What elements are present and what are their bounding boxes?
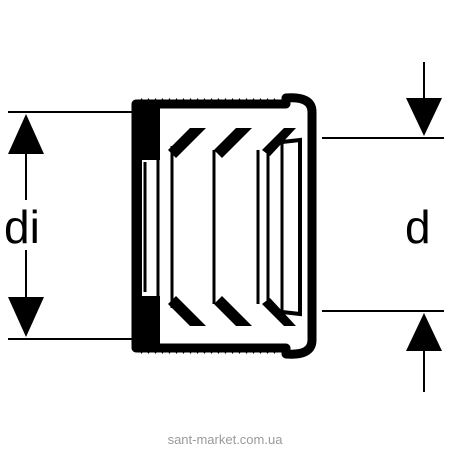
arrow-up-icon bbox=[8, 114, 44, 154]
arrow-down-icon bbox=[406, 98, 442, 136]
sealing-lips-bottom bbox=[168, 296, 296, 326]
sealing-lips-top bbox=[168, 128, 296, 158]
arrow-up-icon bbox=[406, 313, 442, 351]
outer-diameter-label: d bbox=[405, 201, 431, 253]
inner-diameter-label: di bbox=[4, 201, 40, 253]
inner-diameter-dimension bbox=[8, 111, 132, 340]
fitting-body bbox=[131, 93, 317, 359]
inner-wall-blocks bbox=[138, 108, 160, 346]
watermark: sant-market.com.ua bbox=[167, 432, 283, 447]
arrow-down-icon bbox=[8, 297, 44, 337]
outer-diameter-dimension bbox=[322, 62, 444, 392]
